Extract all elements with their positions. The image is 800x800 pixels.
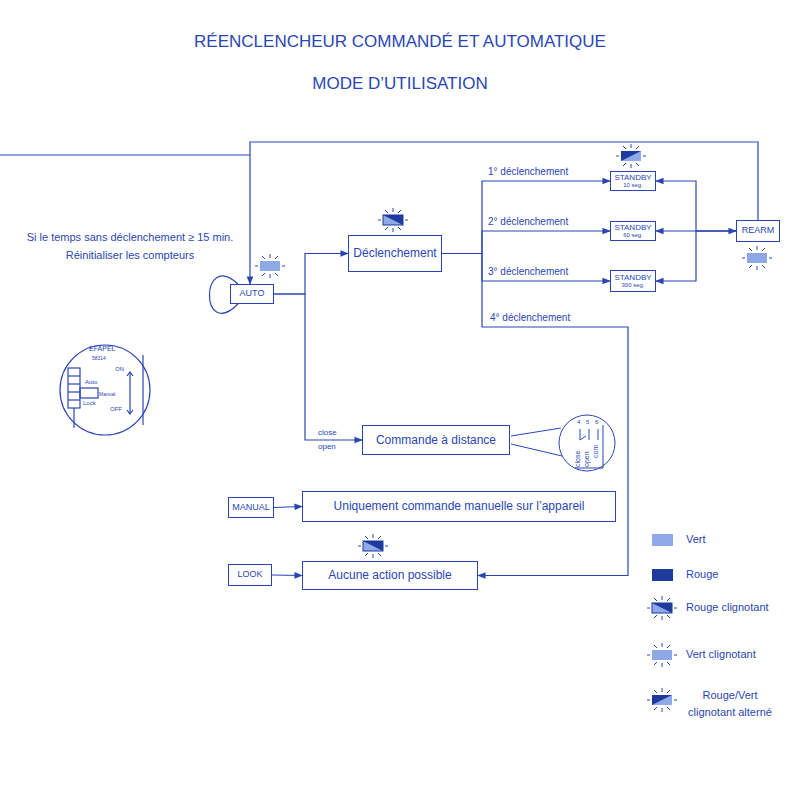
box-subtext: 300 seg. [621, 282, 644, 288]
box-text: Déclenchement [353, 247, 436, 260]
legend-text: Rouge clignotant [686, 601, 769, 613]
process-box: Uniquement commande manuelle sur l’appar… [302, 491, 616, 522]
box-text: STANDBY [614, 174, 651, 182]
note-label: ON [115, 366, 124, 373]
flow-arrow [656, 181, 736, 231]
note-label: MODE D’UTILISATION [312, 75, 487, 94]
note-label: close [318, 429, 337, 438]
flow-arrow [656, 231, 736, 281]
legend-swatch [652, 569, 673, 581]
flow-arrow [272, 574, 302, 576]
box-text: STANDBY [614, 224, 651, 232]
legend-swatch [652, 534, 673, 546]
feed-line [0, 154, 250, 155]
edge-label: 2° déclenchement [487, 216, 569, 227]
note-label: Lock [83, 400, 96, 407]
process-box: Aucune action possible [302, 561, 478, 590]
flow-arrow [250, 142, 758, 284]
note-label: open [583, 451, 591, 467]
flow-arrow [274, 294, 362, 440]
note-label: 58314 [92, 356, 106, 362]
box-text: Aucune action possible [328, 569, 451, 582]
box-subtext: 60 seg. [623, 232, 643, 238]
note-label: EFAPEL [89, 345, 115, 353]
edge-label: 4° déclenchement [489, 312, 571, 323]
edge-label: 1° déclenchement [487, 166, 569, 177]
process-box: AUTO [230, 284, 274, 304]
flow-arrow [442, 254, 610, 282]
note-label: 5 [586, 419, 589, 426]
note-label: com [592, 445, 600, 458]
note-label: open [318, 443, 336, 452]
box-text: Uniquement commande manuelle sur l’appar… [334, 500, 585, 513]
diagram-title: RÉENCLENCHEUR COMMANDÉ ET AUTOMATIQUE [194, 33, 606, 52]
flow-arrow [442, 181, 610, 254]
box-text: REARM [742, 226, 775, 235]
note-label: OFF [110, 406, 122, 413]
box-text: LOOK [237, 570, 262, 579]
flow-arrow [442, 254, 628, 576]
process-box: STANDBY10 seg. [610, 171, 656, 191]
legend-text: Rouge [686, 568, 718, 580]
terminal-illustration [511, 415, 615, 471]
note-label: Manual [99, 392, 115, 398]
process-box: STANDBY60 seg. [610, 221, 656, 241]
process-box: LOOK [228, 564, 272, 586]
process-box: Déclenchement [348, 235, 442, 272]
note-label: 6 [595, 419, 598, 426]
legend-text: Rouge/Vert clignotant alterné [680, 687, 780, 721]
box-subtext: 10 seg. [623, 182, 643, 188]
process-box: REARM [736, 220, 780, 242]
note-label: close [574, 451, 582, 467]
flow-arrow [274, 254, 348, 295]
box-text: Commande à distance [376, 434, 496, 447]
edge-label: 3° déclenchement [487, 266, 569, 277]
note-label: Si le temps sans déclenchement ≥ 15 min.… [10, 229, 250, 264]
note-label: 4 [577, 419, 580, 426]
note-label: Auto [85, 379, 97, 386]
box-text: AUTO [240, 289, 265, 298]
process-box: MANUAL [228, 497, 274, 518]
flow-arrow [274, 507, 302, 508]
switch-illustration [60, 345, 150, 435]
process-box: STANDBY300 seg. [610, 270, 656, 292]
legend-text: Vert clignotant [686, 648, 756, 660]
flow-arrow [442, 231, 610, 254]
box-text: MANUAL [232, 503, 270, 512]
legend-text: Vert [686, 533, 706, 545]
process-box: Commande à distance [362, 425, 510, 455]
box-text: STANDBY [614, 274, 651, 282]
